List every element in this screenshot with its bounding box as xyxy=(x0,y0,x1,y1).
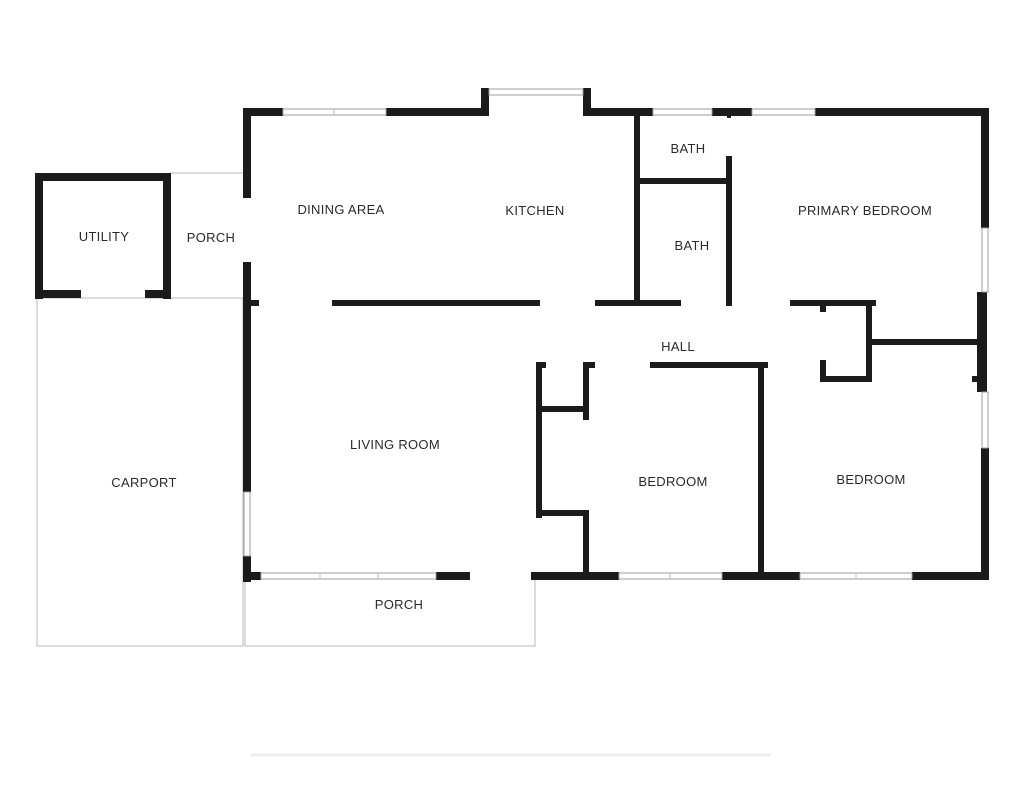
top-wall-seg1 xyxy=(243,108,283,116)
right-wall-top xyxy=(981,108,989,228)
utility-wall-top xyxy=(35,173,171,181)
right-wall-bottom xyxy=(981,448,989,580)
house-wall-left-top xyxy=(243,108,251,198)
label-living-room: LIVING ROOM xyxy=(350,437,440,452)
top-wall-seg2 xyxy=(386,108,488,116)
label-dining-area: DINING AREA xyxy=(297,202,384,217)
label-bedroom-center: BEDROOM xyxy=(638,474,707,489)
windows xyxy=(243,88,989,580)
label-porch-side: PORCH xyxy=(187,230,235,245)
bedroom-wall-top xyxy=(650,362,768,368)
label-bedroom-right: BEDROOM xyxy=(836,472,905,487)
closet-stub-small xyxy=(820,300,826,312)
window-primary-right xyxy=(981,227,989,293)
house-wall-left-mid xyxy=(243,262,251,492)
bottom-wall-seg2 xyxy=(436,572,470,580)
walls xyxy=(35,88,989,582)
label-hall: HALL xyxy=(661,339,695,354)
bath-wall-left xyxy=(634,116,640,306)
closet-lower-shelf xyxy=(536,510,588,516)
window-bedroom-right xyxy=(981,391,989,449)
bottom-wall-seg3 xyxy=(531,572,619,580)
label-primary-bedroom: PRIMARY BEDROOM xyxy=(798,203,932,218)
bath-wall-divider xyxy=(634,178,730,184)
window-primary-top xyxy=(751,108,816,116)
bay-wall-right xyxy=(583,88,591,116)
primary-bedroom-wall-bottom xyxy=(790,300,876,306)
closet-top-tick xyxy=(536,362,546,368)
utility-wall-left xyxy=(35,173,43,299)
label-porch-front: PORCH xyxy=(375,597,423,612)
partition-dining-living xyxy=(332,300,540,306)
right-wall-tick xyxy=(972,376,984,382)
bottom-wall-seg1 xyxy=(243,572,261,580)
bedroom-divider xyxy=(758,362,764,576)
room-labels: UTILITY PORCH DINING AREA KITCHEN BATH B… xyxy=(79,141,932,612)
label-bath-lower: BATH xyxy=(675,238,710,253)
closet-upper-shelf xyxy=(536,406,588,412)
top-wall-seg3 xyxy=(583,108,653,116)
top-wall-seg4 xyxy=(712,108,752,116)
closet-wall-horizontal xyxy=(866,339,982,345)
bath-wall-top-tick xyxy=(727,112,731,118)
bay-wall-left xyxy=(481,88,489,116)
utility-wall-right xyxy=(163,173,171,299)
utility-wall-bottom-right xyxy=(145,290,171,298)
label-kitchen: KITCHEN xyxy=(505,203,564,218)
window-kitchen-bay xyxy=(488,88,584,96)
front-porch-outline xyxy=(244,580,536,647)
label-bath-upper: BATH xyxy=(671,141,706,156)
label-carport: CARPORT xyxy=(111,475,176,490)
house-wall-left-stub xyxy=(243,300,259,306)
bottom-wall-seg5 xyxy=(912,572,989,580)
closet-stub-lower xyxy=(820,360,826,382)
bath-wall-bottom xyxy=(595,300,681,306)
window-living-left xyxy=(243,491,251,557)
window-living-bottom xyxy=(260,572,437,580)
closet-wall-bottom xyxy=(820,376,872,382)
bath-wall-right xyxy=(726,156,732,306)
window-bath-top xyxy=(652,108,713,116)
utility-wall-bottom-left xyxy=(35,290,81,298)
label-utility: UTILITY xyxy=(79,229,130,244)
closet-left-wall xyxy=(536,362,542,518)
top-wall-seg5 xyxy=(815,108,989,116)
closet-lower-right xyxy=(583,510,589,576)
closet-upper-right xyxy=(583,362,589,420)
house-wall-left-bottom xyxy=(243,556,251,582)
carport-outline xyxy=(36,297,244,647)
